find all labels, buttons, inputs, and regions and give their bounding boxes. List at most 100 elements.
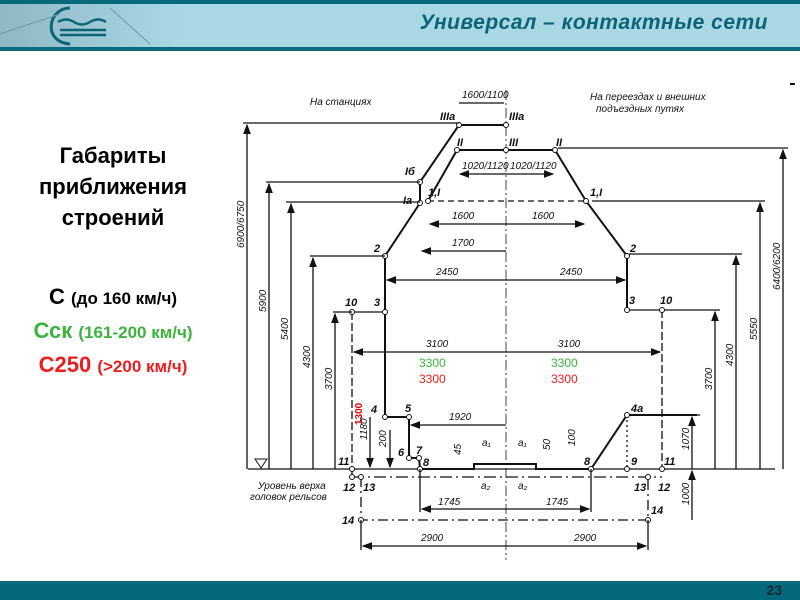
point-label: 10 — [660, 295, 673, 307]
point-label: 8 — [584, 456, 591, 468]
point-label: 13 — [363, 482, 375, 494]
company-logo — [0, 4, 180, 47]
point-label: IIIa — [509, 111, 524, 123]
dim-label: 5400 — [280, 317, 291, 340]
dim-label: 1600/1100 — [462, 90, 509, 101]
class-code: Сск — [33, 318, 73, 343]
dim-label: 1700 — [452, 238, 475, 249]
dim-label: 1600 — [452, 211, 475, 222]
heading-line: строений — [61, 205, 165, 230]
dim-label: 5550 — [749, 317, 760, 340]
dim-label: 3100 — [558, 339, 581, 350]
dim-label: 6900/6750 — [236, 200, 247, 248]
point-label: 14 — [651, 505, 663, 517]
rail-level-marker-icon — [254, 458, 268, 469]
dim-label: 2450 — [435, 267, 459, 278]
class-speed: (161-200 км/ч) — [78, 323, 193, 342]
dim-label: 3700 — [324, 367, 335, 390]
point-label: II — [556, 137, 563, 149]
class-speed: (>200 км/ч) — [97, 357, 188, 376]
left-panel: Габариты приближения строений С (до 160 … — [0, 140, 226, 383]
caption-crossings-2: подъездных путях — [596, 104, 685, 115]
point-label: 12 — [658, 482, 670, 494]
class-csk: Сск (161-200 км/ч) — [0, 315, 226, 349]
dim-label: a₁ — [482, 438, 491, 449]
class-speed: (до 160 км/ч) — [71, 289, 177, 308]
point-label: IIIa — [440, 111, 455, 123]
dim-label: 6400/6200 — [772, 242, 783, 290]
heading-line: Габариты — [59, 143, 167, 168]
dim-label: 4300 — [725, 343, 736, 366]
class-code: С250 — [38, 352, 92, 377]
point-label: 12 — [343, 482, 355, 494]
class-c250: С250 (>200 км/ч) — [0, 349, 226, 383]
gauge-outline — [351, 124, 697, 521]
dim-label: 1600 — [532, 211, 555, 222]
dim-label: 2900 — [420, 533, 444, 544]
dim-label: 100 — [567, 429, 578, 446]
point-label: 8 — [423, 457, 430, 469]
logo-icon — [0, 6, 151, 46]
width-dimensions — [352, 102, 662, 550]
header-bottom-bar — [0, 47, 800, 51]
point-label: 10 — [345, 297, 358, 309]
slide-footer: 23 — [0, 581, 800, 600]
class-code: С — [49, 284, 65, 309]
dim-label: 1070 — [681, 427, 692, 450]
dim-label: 2450 — [559, 267, 583, 278]
dim-label: 1020/1120 — [462, 161, 509, 172]
point-label: 2 — [629, 243, 636, 255]
point-label: 2 — [373, 243, 380, 255]
point-label: 7 — [416, 445, 423, 457]
rail-level-label-1: Уровень верха — [257, 481, 326, 492]
point-label: 11 — [664, 456, 675, 468]
dim-label: 1020/1120 — [510, 161, 557, 172]
dim-label: a₂ — [481, 481, 491, 492]
dim-label: 2900 — [573, 533, 597, 544]
page-number: 23 — [766, 582, 782, 598]
dim-label: 1745 — [546, 497, 569, 508]
point-label: 5 — [405, 403, 412, 415]
dim-label: a₁ — [518, 438, 527, 449]
point-label: 1,I — [590, 187, 603, 199]
dim-label: 1000 — [681, 482, 692, 505]
header-top-bar — [0, 0, 800, 4]
point-label: Iа — [403, 195, 412, 207]
dim-label: 50 — [542, 438, 553, 450]
slide-header: Универсал – контактные сети — [0, 0, 800, 51]
rail-level-label-2: головок рельсов — [250, 492, 327, 503]
heading-line: приближения — [39, 174, 187, 199]
dim-label: 4300 — [302, 345, 313, 368]
dim-label: 3100 — [426, 339, 449, 350]
point-label: III — [509, 137, 519, 149]
dim-label: 1180 — [359, 418, 370, 440]
point-label: 14 — [342, 515, 354, 527]
dim-label: a₂ — [518, 481, 528, 492]
class-c: С (до 160 км/ч) — [0, 281, 226, 315]
slide-title: Универсал – контактные сети — [419, 11, 768, 34]
point-label: 4a — [630, 403, 643, 415]
point-labels: IIIa IIIa II III II Iб Iа 1,I 1,I 2 2 3 … — [338, 111, 675, 527]
dim-label: 200 — [378, 430, 389, 448]
dim-label: 45 — [453, 443, 464, 455]
dim-label: 1745 — [438, 497, 461, 508]
caption-crossings-1: На переездах и внешних — [590, 92, 707, 103]
point-label: II — [457, 137, 464, 149]
point-label: 1,I — [428, 187, 441, 199]
point-label: 3 — [374, 297, 380, 309]
point-label: 13 — [634, 482, 646, 494]
dim-label-c250: 1300 — [354, 402, 365, 425]
dim-label: 3700 — [704, 367, 715, 390]
point-label: 6 — [398, 447, 405, 459]
caption-stations: На станциях — [310, 97, 372, 108]
point-label: Iб — [405, 166, 416, 178]
point-label: 11 — [338, 456, 349, 468]
dim-label-c250: 3300 — [419, 372, 446, 386]
dim-label-c250: 3300 — [551, 372, 578, 386]
dim-label-ssk: 3300 — [551, 356, 578, 370]
point-label: 9 — [631, 456, 638, 468]
point-label: 3 — [629, 295, 635, 307]
dim-label: 1920 — [449, 412, 472, 423]
dim-label: 5900 — [258, 289, 269, 312]
